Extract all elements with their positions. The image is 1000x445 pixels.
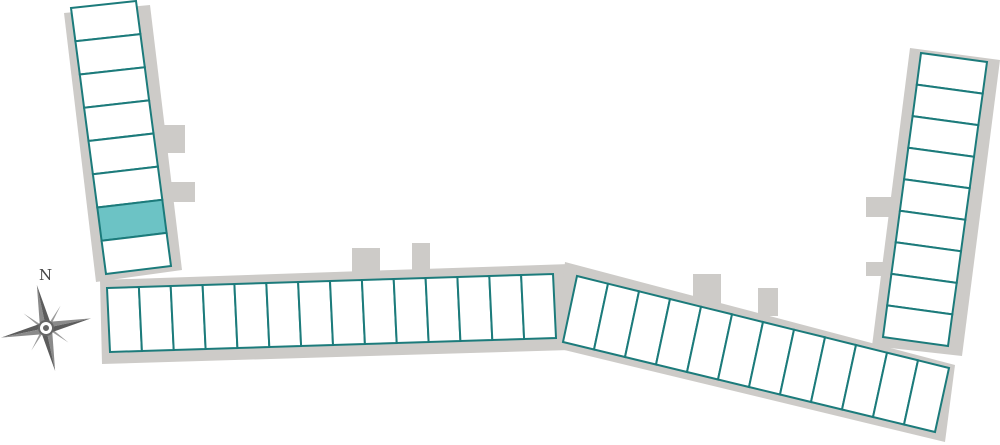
- west-wing-balcony: [160, 125, 185, 153]
- southeast-wing-balcony: [758, 288, 778, 316]
- southeast-wing-balcony: [693, 274, 721, 304]
- central-wing-unit[interactable]: [392, 276, 430, 345]
- apartment-units: [69, 0, 989, 434]
- east-wing-unit[interactable]: [881, 304, 954, 348]
- central-wing-balcony: [412, 243, 430, 271]
- central-wing-unit[interactable]: [105, 285, 143, 354]
- central-wing-unit[interactable]: [137, 284, 175, 353]
- east-wing-balcony: [866, 197, 896, 217]
- east-wing-balcony: [866, 262, 896, 276]
- central-wing-unit[interactable]: [265, 280, 303, 349]
- west-wing-balcony: [165, 182, 195, 202]
- central-wing-unit[interactable]: [424, 275, 462, 344]
- central-wing-unit[interactable]: [520, 272, 558, 341]
- southeast-wing-unit[interactable]: [902, 359, 951, 434]
- central-wing-unit[interactable]: [169, 283, 207, 352]
- central-wing-unit[interactable]: [328, 278, 366, 347]
- central-wing-unit[interactable]: [233, 281, 271, 350]
- central-wing-balcony: [352, 248, 380, 273]
- central-wing-unit[interactable]: [297, 279, 335, 348]
- west-wing-unit[interactable]: [100, 231, 173, 276]
- central-wing-unit[interactable]: [488, 273, 526, 342]
- compass-rose-icon: N: [1, 266, 91, 372]
- north-label: N: [39, 266, 52, 284]
- central-wing-unit[interactable]: [201, 282, 239, 351]
- central-wing-unit[interactable]: [456, 274, 494, 343]
- central-wing-unit[interactable]: [360, 277, 398, 346]
